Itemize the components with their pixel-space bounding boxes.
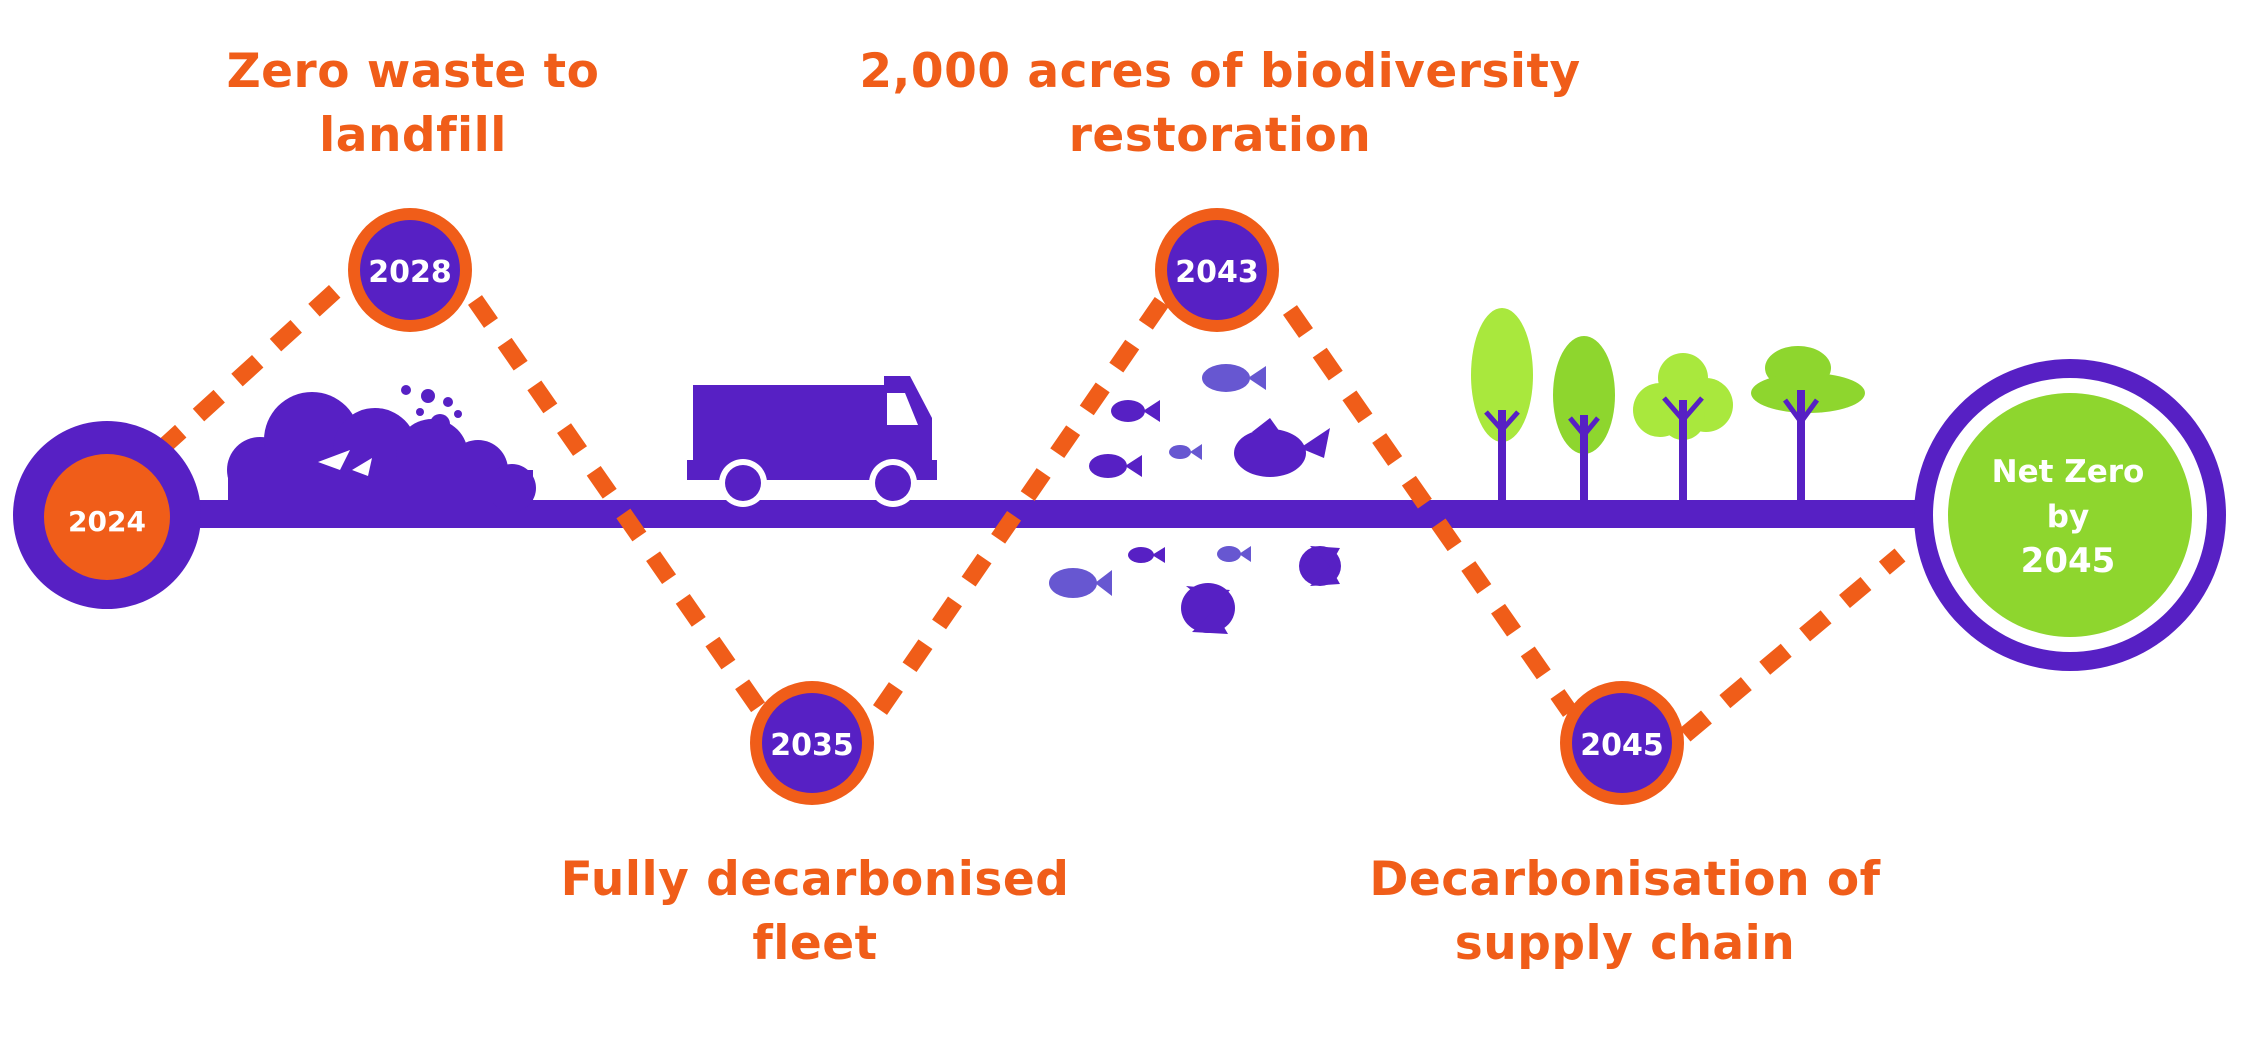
goal-line-1: Net Zero (1992, 454, 2145, 490)
caption-line: 2,000 acres of biodiversity (859, 44, 1581, 99)
caption-line: Decarbonisation of (1369, 852, 1881, 907)
milestone-caption-2045: Decarbonisation of supply chain (1245, 848, 2005, 976)
fish-icon (1181, 583, 1235, 634)
goal-line-3: 2045 (2021, 541, 2116, 581)
milestone-year: 2045 (1580, 728, 1664, 763)
connector-2024-2028 (154, 275, 351, 457)
milestone-node-2045: 2045 (1560, 681, 1684, 805)
tree-icon (1633, 353, 1733, 503)
milestone-caption-2043: 2,000 acres of biodiversity restoration (810, 40, 1630, 168)
caption-line: Fully decarbonised (560, 852, 1070, 907)
milestone-caption-2035: Fully decarbonised fleet (435, 848, 1195, 976)
caption-line: fleet (752, 916, 878, 971)
milestone-node-2035: 2035 (750, 681, 874, 805)
connector-2045-goal (1679, 548, 1906, 742)
milestone-node-2028: 2028 (348, 208, 472, 332)
milestone-year: 2035 (770, 728, 854, 763)
connector-2028-2035 (468, 295, 767, 715)
fish-icon (1169, 444, 1202, 460)
milestone-connector-path (154, 275, 1906, 742)
caption-line: Zero waste to (226, 44, 600, 99)
fish-icon (1049, 568, 1112, 598)
fish-icon (1299, 546, 1341, 586)
caption-line: landfill (319, 108, 507, 163)
tree-icon (1553, 336, 1615, 503)
start-node: 2024 (13, 421, 201, 609)
fish-icon (1217, 546, 1251, 562)
fish-icon (1049, 364, 1341, 634)
fish-icon (1202, 364, 1266, 392)
fish-icon (1234, 418, 1330, 477)
tree-icon (1471, 308, 1533, 503)
milestone-year: 2043 (1175, 255, 1259, 290)
milestone-caption-2028: Zero waste to landfill (33, 40, 793, 168)
caption-line: supply chain (1454, 916, 1796, 971)
goal-line-2: by (2047, 499, 2089, 535)
truck-icon (687, 376, 937, 507)
milestone-year: 2028 (368, 255, 452, 290)
fish-icon (1128, 547, 1165, 563)
tree-icon (1751, 346, 1865, 503)
milestone-node-2043: 2043 (1155, 208, 1279, 332)
fish-icon (1089, 454, 1142, 478)
caption-line: restoration (1068, 108, 1372, 163)
landfill-waste-icon (227, 385, 536, 512)
start-year: 2024 (68, 505, 146, 538)
fish-icon (1111, 400, 1160, 422)
goal-node: Net Zero by 2045 (1914, 359, 2226, 671)
